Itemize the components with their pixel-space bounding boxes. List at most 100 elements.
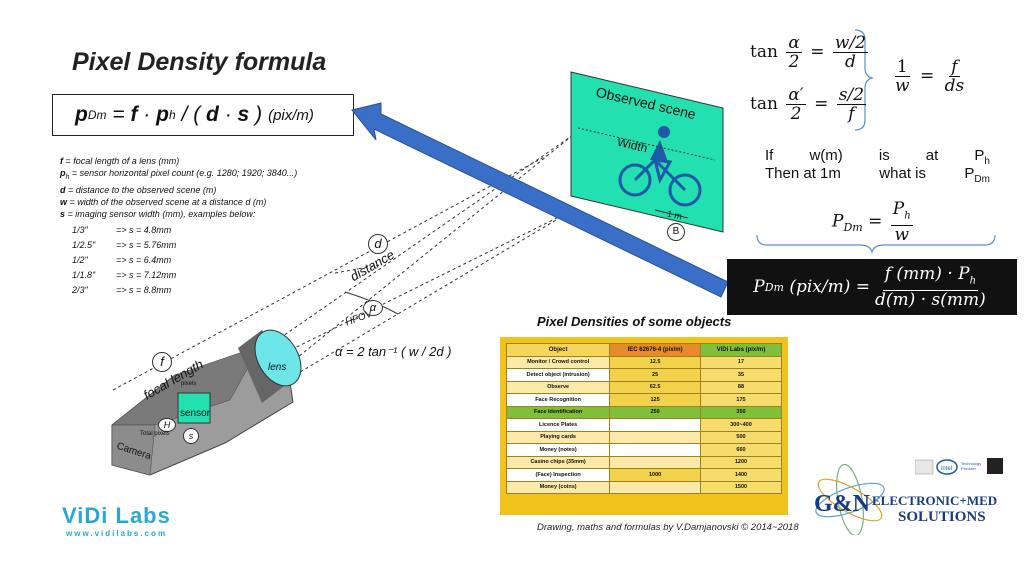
table-row: Licence Plates 300~400 [505,418,783,432]
table-cell: 250 [609,405,701,419]
svg-text:SOLUTIONS: SOLUTIONS [898,509,986,525]
formula-f: f [130,103,138,126]
table-cell: 1400 [699,468,783,482]
table-cell: 300~400 [699,418,783,432]
brace-bottom [756,234,996,255]
camera-front [111,424,156,476]
formula-pdm-sub: Dm [87,108,107,122]
table-cell: Playing cards [505,430,611,444]
gn-logo: G&N ELECTRONIC+MEDICAL SOLUTIONS [814,463,998,535]
table-cell: Licence Plates [505,418,611,432]
cyclist-head [658,126,670,138]
col-header: IEC 62676-4 (pix/m) [609,343,701,357]
svg-text:G&N: G&N [814,491,871,517]
table-cell: 62.5 [609,380,701,394]
partner-logos: intel Technology Provider [914,456,1005,483]
width-arrow [577,127,716,161]
formula-close: ) [255,103,263,126]
table-row: Playing cards 500 [505,430,783,444]
definitions-list: f = focal length of a lens (mm) ph = sen… [60,155,297,296]
table-cell: 35 [699,368,783,382]
table-row: Money (coins) 1500 [505,480,783,494]
pixel-density-table: Object IEC 62676-4 (pix/m) ViDi Labs (pi… [500,337,788,515]
d-circle: d [368,234,388,254]
svg-text:ELECTRONIC+MEDICAL: ELECTRONIC+MEDICAL [872,493,998,508]
table-cell: 12.5 [609,355,701,369]
table-cell: Face Recognition [505,393,611,407]
svg-text:Technology: Technology [961,461,981,466]
table-cell: 17 [699,355,783,369]
pixels-label: pixels [181,381,197,387]
f-circle: f [152,352,172,372]
table: Object IEC 62676-4 (pix/m) ViDi Labs (pi… [505,343,783,494]
intel-icon: intel Technology Provider [914,458,1003,475]
big-arrow [351,102,729,298]
table-cell [609,455,701,469]
table-cell: 125 [609,393,701,407]
table-cell [609,430,701,444]
formula-unit: (pix/m) [268,106,314,124]
table-cell: 350 [699,405,783,419]
table-cell [609,480,701,494]
vidi-labs-logo: ViDi Labs [62,503,171,528]
table-cell [609,418,701,432]
table-cell: 1500 [699,480,783,494]
svg-text:intel: intel [941,466,952,472]
sensor-example: 1/1.8"=> s = 7.12mm [72,269,177,280]
def-ph: ph = sensor horizontal pixel count (e.g.… [60,168,298,181]
page-title: Pixel Density formula [72,48,327,76]
formula-dot2: · [224,103,232,126]
table-cell: 500 [699,430,783,444]
table-cell: Money (notes) [505,443,611,457]
table-cell [609,443,701,457]
vidi-labs-url: www.vidilabs.com [66,529,168,538]
lens-label: lens [268,362,287,373]
table-cell: Face Identification [505,405,611,419]
table-cell: Monitor / Crowd control [505,355,611,369]
brace-right [854,29,875,131]
col-header: Object [505,343,611,357]
alpha-formula: α = 2 tan⁻¹ ( w / 2d ) [335,344,452,359]
alpha-circle: α [363,300,383,316]
formula-pdm: p [75,103,88,126]
lens-glass [254,329,302,387]
table-title: Pixel Densities of some objects [537,314,732,329]
sensor-example: 2/3"=> s = 8.8mm [72,284,172,295]
sensor-example: 1/2"=> s = 6.4mm [72,254,172,265]
def-w: w = width of the observed scene at a dis… [60,196,267,207]
h-circle: H [158,418,176,432]
cyclist-body [650,140,668,162]
formula-dot1: · [143,103,151,126]
observed-scene [570,71,724,233]
sensor-example: 1/2.5"=> s = 5.76mm [72,239,177,250]
table-cell: 660 [699,443,783,457]
table-cell: (Face) Inspection [505,468,611,482]
table-row: Casino chips (35mm)1200 [505,455,783,469]
sensor-chip [177,392,211,424]
table-row: Money (notes) 660 [505,443,783,457]
credit-line: Drawing, maths and formulas by V.Damjano… [537,522,799,533]
formula-d: d [206,103,219,126]
table-cell: 1200 [699,455,783,469]
table-cell: 1000 [609,468,701,482]
formula-s: s [237,103,250,126]
formula-p-sub: h [168,108,176,122]
table-cell: 88 [699,380,783,394]
sensor-example: 1/3"=> s = 4.8mm [72,224,172,235]
sensor-label: sensor [180,408,211,419]
one-m-line [654,209,689,219]
table-cell: Money (coins) [505,480,611,494]
def-d: d = distance to the observed scene (m) [60,184,217,195]
